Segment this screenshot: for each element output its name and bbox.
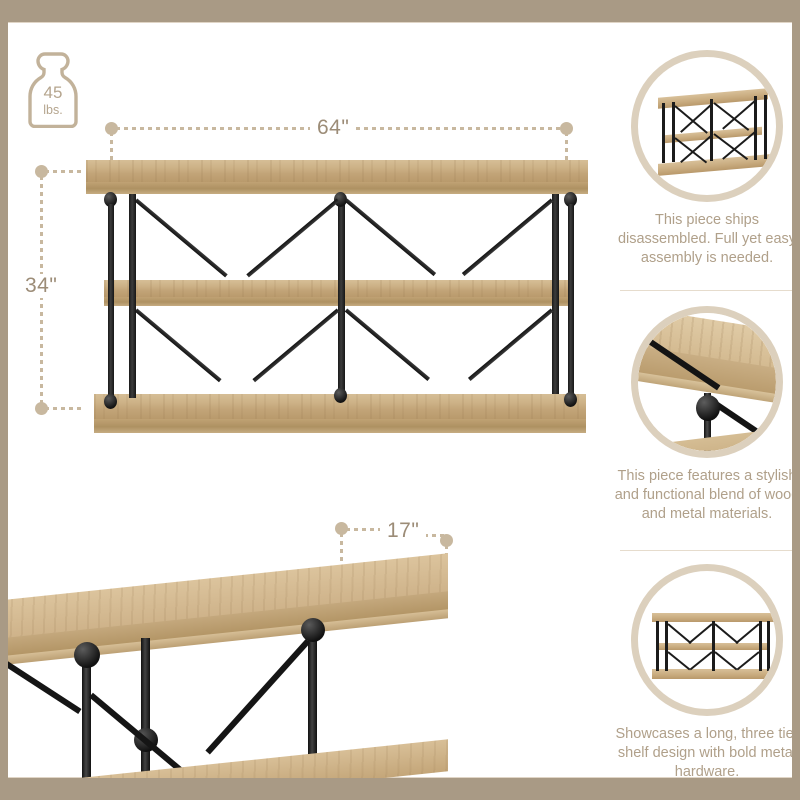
depth-dimension-label: 17" xyxy=(380,519,427,543)
width-marker-left xyxy=(105,122,118,135)
depth-dimension-line-right xyxy=(416,534,444,537)
feature-separator-1 xyxy=(620,290,792,291)
wood-metal-corner-closeup-thumbnail[interactable] xyxy=(631,306,783,458)
width-marker-right xyxy=(560,122,573,135)
feature-text-2: This piece features a stylish and functi… xyxy=(614,468,792,522)
feature-block-3: Showcases a long, three tier shelf desig… xyxy=(612,564,792,778)
height-leader-bottom xyxy=(45,407,85,410)
height-leader-top xyxy=(45,170,85,173)
top-hairline xyxy=(8,22,792,23)
weight-unit: lbs. xyxy=(43,103,62,117)
weight-kettlebell-icon: 45 lbs. xyxy=(28,52,78,128)
height-dimension-label: 34" xyxy=(18,274,65,298)
weight-value: 45 xyxy=(44,83,63,102)
width-leader-left xyxy=(110,132,113,180)
console-table-front-thumbnail[interactable] xyxy=(631,564,783,716)
depth-marker-left xyxy=(335,522,348,535)
feature-separator-2 xyxy=(620,550,792,551)
infographic-canvas: 45 lbs. 64" 34" xyxy=(8,22,792,778)
height-marker-top xyxy=(35,165,48,178)
console-table-angled-thumbnail[interactable] xyxy=(631,50,783,202)
feature-text-1: This piece ships disassembled. Full yet … xyxy=(617,212,792,266)
feature-block-2: This piece features a stylish and functi… xyxy=(612,306,792,524)
width-leader-right xyxy=(565,132,568,180)
bottom-hairline xyxy=(8,777,792,778)
height-marker-bottom xyxy=(35,402,48,415)
width-dimension-label: 64" xyxy=(310,116,357,140)
depth-dimension-line-left xyxy=(346,528,388,531)
feature-text-3: Showcases a long, three tier shelf desig… xyxy=(615,726,792,778)
depth-marker-right xyxy=(440,534,453,547)
feature-block-1: This piece ships disassembled. Full yet … xyxy=(612,50,792,268)
depth-leader-left xyxy=(340,533,343,569)
console-table-angled-closeup xyxy=(8,542,478,778)
